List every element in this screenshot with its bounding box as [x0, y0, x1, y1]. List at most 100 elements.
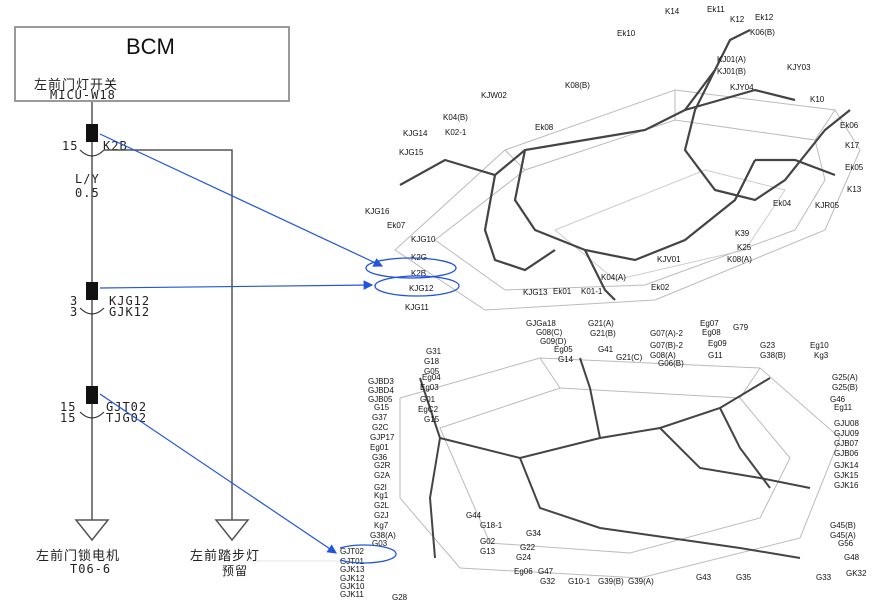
bottom-label-kg7: Kg7: [374, 521, 389, 530]
top-label-k14: K14: [665, 7, 680, 16]
bottom-label-eg11: Eg11: [834, 403, 853, 412]
highlight-kjg12: [374, 275, 460, 297]
top-label-ek05: Ek05: [845, 163, 864, 172]
bottom-label-g34: G34: [526, 529, 542, 538]
top-label-ek01: Ek01: [553, 287, 572, 296]
bottom-label-g41: G41: [598, 345, 614, 354]
bottom-label-g11: G11: [708, 351, 723, 360]
bottom-label-gjbd4: GJBD4: [368, 386, 394, 395]
bottom-label-kg3: Kg3: [814, 351, 829, 360]
top-label-ek10: Ek10: [617, 29, 636, 38]
bottom-label-gjt01: GJT01: [340, 557, 365, 566]
bottom-label-g47: G47: [538, 567, 554, 576]
top-label-kjg15: KJG15: [399, 148, 424, 157]
bottom-label-g23: G23: [760, 341, 776, 350]
bottom-label-g18-1: G18-1: [480, 521, 503, 530]
bottom-label-g45-a-: G45(A): [830, 531, 856, 540]
top-label-kjg12: KJG12: [409, 284, 434, 293]
top-label-kjg13: KJG13: [523, 288, 548, 297]
bottom-label-g25-b-: G25(B): [832, 383, 858, 392]
top-label-k10: K10: [810, 95, 825, 104]
bottom-label-g18: G18: [424, 357, 440, 366]
bottom-label-g08-a-: G08(A): [650, 351, 676, 360]
bottom-label-g2c: G2C: [372, 423, 389, 432]
bottom-label-gjk15: GJK15: [834, 471, 859, 480]
bottom-label-g36: G36: [372, 453, 388, 462]
watermark: [250, 560, 410, 602]
bcm-box: [14, 26, 290, 102]
conn2b-label: GJK12: [109, 305, 151, 319]
bottom-label-eg07: Eg07: [700, 319, 719, 328]
connector-kjg12: [86, 282, 98, 300]
top-label-k01-1: K01-1: [581, 287, 603, 296]
top-label-kjy04: KJY04: [730, 83, 754, 92]
bottom-label-eg08: Eg08: [702, 328, 721, 337]
bottom-label-gjb07: GJB07: [834, 439, 859, 448]
top-label-k04-a-: K04(A): [601, 273, 626, 282]
bottom-label-g07-a-2: G07(A)-2: [650, 329, 683, 338]
bottom-label-g15: G15: [374, 403, 390, 412]
pin3b-label: 15: [60, 411, 77, 425]
bottom-label-g2r: G2R: [374, 461, 391, 470]
bottom-label-g32: G32: [540, 577, 556, 586]
bottom-label-eg06: Eg06: [514, 567, 533, 576]
top-label-kj01-a-: KJ01(A): [717, 55, 746, 64]
bottom-label-g46: G46: [830, 395, 846, 404]
bottom-label-g79: G79: [733, 323, 749, 332]
connector-k2b: [86, 124, 98, 142]
conn2a-label: KJG12: [109, 294, 151, 308]
bottom-label-eg10: Eg10: [810, 341, 829, 350]
top-label-k12: K12: [730, 15, 745, 24]
bottom-label-gjb06: GJB06: [834, 449, 859, 458]
bottom-label-gjk16: GJK16: [834, 481, 859, 490]
bottom-label-gju08: GJU08: [834, 419, 859, 428]
bottom-label-eg09: Eg09: [708, 339, 727, 348]
bottom-label-gjb05: GJB05: [368, 395, 393, 404]
top-label-kjg10: KJG10: [411, 235, 436, 244]
ground-symbol-1: [74, 519, 110, 542]
bottom-label-gjk11: GJK11: [340, 590, 364, 599]
bottom-label-gjk12: GJK12: [340, 574, 365, 583]
bottom-label-g14: G14: [558, 355, 574, 364]
load1-name: 左前门锁电机: [36, 549, 121, 564]
highlight-k2b: [365, 257, 457, 279]
bottom-label-g25-a-: G25(A): [832, 373, 858, 382]
bottom-label-gjk13: GJK13: [340, 565, 365, 574]
pin2a-label: 3: [70, 294, 79, 308]
top-label-ek02: Ek02: [651, 283, 670, 292]
bottom-label-g2j: G2J: [374, 511, 389, 520]
bottom-label-g44: G44: [466, 511, 482, 520]
bottom-label-g01: G01: [420, 395, 436, 404]
connector-gjt02: [86, 386, 98, 404]
bottom-label-g08-c-: G08(C): [536, 328, 563, 337]
bottom-label-g43: G43: [696, 573, 712, 582]
bottom-label-egc2: EgC2: [418, 405, 439, 414]
top-label-k02-1: K02-1: [445, 128, 467, 137]
bottom-label-kg1: Kg1: [374, 491, 389, 500]
top-label-k06-b-: K06(B): [750, 28, 775, 37]
top-label-k08-b-: K08(B): [565, 81, 590, 90]
bottom-label-g37: G37: [372, 413, 388, 422]
bottom-label-gjt02: GJT02: [340, 547, 365, 556]
top-label-kjr05: KJR05: [815, 201, 840, 210]
bottom-label-g56: G56: [838, 539, 854, 548]
top-label-k25: K25: [737, 243, 752, 252]
bottom-label-g15: G15: [424, 415, 440, 424]
switch-code: MICU-W18: [50, 88, 116, 102]
load2-note: 预留: [222, 564, 249, 578]
top-label-kjg16: KJG16: [365, 207, 390, 216]
bottom-harness-drawing: GJGa18G08(C)G09(D)G21(A)G21(B)G07(A)-2Eg…: [331, 319, 867, 602]
bottom-label-g21-c-: G21(C): [616, 353, 643, 362]
bottom-label-g35: G35: [736, 573, 752, 582]
bottom-label-g21-b-: G21(B): [590, 329, 616, 338]
wire-size-label: 0.5: [75, 186, 100, 200]
bottom-label-g33: G33: [816, 573, 832, 582]
bottom-label-gjp17: GJP17: [370, 433, 395, 442]
top-label-k08-a-: K08(A): [727, 255, 752, 264]
bottom-label-g21-a-: G21(A): [588, 319, 614, 328]
pin1-label: 15: [62, 139, 79, 153]
top-label-ek04: Ek04: [773, 199, 792, 208]
bottom-label-g03: G03: [372, 539, 388, 548]
